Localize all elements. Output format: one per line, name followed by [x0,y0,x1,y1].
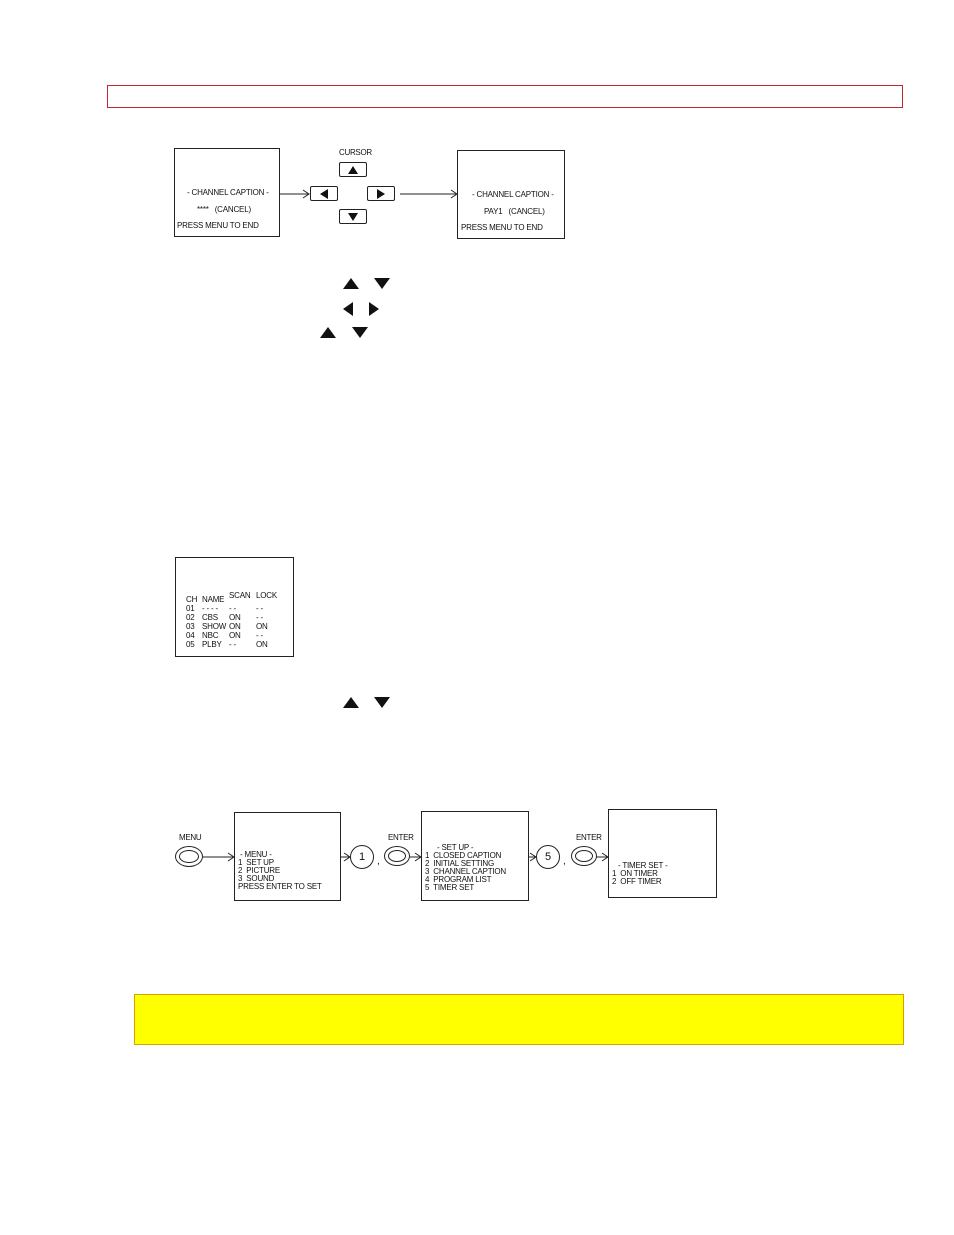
screen-title: - CHANNEL CAPTION - [472,190,554,199]
table-header-cell: NAME [202,595,225,604]
menu-line: 2 PICTURE [238,866,281,875]
menu-line: 3 CHANNEL CAPTION [425,867,507,876]
screen-title: - TIMER SET - [618,861,668,870]
table-cell: - - [256,604,263,613]
table-cell: - - [256,613,263,622]
screen-title: - SET UP - [437,843,474,852]
table-header-cell: SCAN [229,591,251,600]
separator-comma: , [563,856,566,867]
table-header-cell: LOCK [256,591,277,600]
down-arrow-icon [374,278,390,289]
menu-line: 1 SET UP [238,858,274,867]
table-cell: CBS [202,613,218,622]
table-cell: - - [229,604,236,613]
table-cell: ON [229,622,241,631]
right-arrow-icon [369,302,379,316]
table-cell: 03 [186,622,195,631]
number-key-5[interactable]: 5 [536,845,560,869]
screen-footer: PRESS MENU TO END [177,221,259,230]
table-cell: ON [229,613,241,622]
screen-title: - CHANNEL CAPTION - [187,188,269,197]
table-header-cell: CH [186,595,198,604]
menu-line: 2 INITIAL SETTING [425,859,495,868]
table-cell: 05 [186,640,195,649]
table-cell: 02 [186,613,195,622]
menu-line: 2 OFF TIMER [612,877,662,886]
enter-key-label: ENTER [388,833,414,842]
channel-caption-screen-before: - CHANNEL CAPTION - **** (CANCEL) PRESS … [174,148,280,237]
number-key-1[interactable]: 1 [350,845,374,869]
down-arrow-icon [374,697,390,708]
left-arrow-icon [320,188,328,199]
table-cell: NBC [202,631,219,640]
down-arrow-icon [352,327,368,338]
down-arrow-icon [348,212,358,221]
right-arrow-icon [377,188,385,199]
separator-comma: , [377,856,380,867]
cursor-left-key[interactable] [310,186,338,201]
up-arrow-icon [348,165,358,174]
cursor-up-key[interactable] [339,162,367,177]
table-cell: ON [229,631,241,640]
cursor-down-key[interactable] [339,209,367,224]
note-highlight-bar [134,994,904,1045]
table-cell: - - [229,640,236,649]
screen-caption-value: PAY1 (CANCEL) [484,207,545,216]
menu-key-label: MENU [179,833,202,842]
left-arrow-icon [343,302,353,316]
table-cell: - - [256,631,263,640]
up-arrow-icon [343,697,359,708]
table-cell: ON [256,640,268,649]
table-cell: ON [256,622,268,631]
screen-title: - MENU - [240,850,272,859]
menu-line: 4 PROGRAM LIST [425,875,492,884]
menu-key[interactable] [175,846,203,867]
table-cell: PLBY [202,640,222,649]
channel-caption-screen-after: - CHANNEL CAPTION - PAY1 (CANCEL) PRESS … [457,150,565,239]
enter-key[interactable] [384,846,410,866]
menu-line: 5 TIMER SET [425,883,475,892]
table-cell: 01 [186,604,195,613]
up-arrow-icon [320,327,336,338]
section-header-bar [107,85,903,108]
table-cell: 04 [186,631,195,640]
cursor-label: CURSOR [339,148,372,157]
menu-line: 1 CLOSED CAPTION [425,851,502,860]
menu-line: 1 ON TIMER [612,869,658,878]
enter-key-label: ENTER [576,833,602,842]
up-arrow-icon [343,278,359,289]
menu-line: PRESS ENTER TO SET [238,882,322,891]
menu-line: 3 SOUND [238,874,275,883]
screen-caption-value: **** (CANCEL) [197,205,251,214]
table-cell: SHOW [202,622,227,631]
cursor-right-key[interactable] [367,186,395,201]
screen-footer: PRESS MENU TO END [461,223,543,232]
enter-key[interactable] [571,846,597,866]
table-cell: - - - - [202,604,218,613]
